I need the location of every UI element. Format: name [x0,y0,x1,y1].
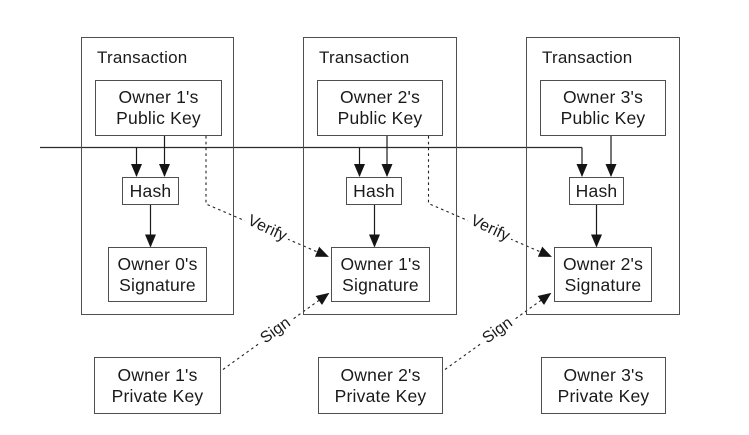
public-key-2-box: Owner 2's Public Key [317,80,443,136]
transaction-1-container: Transaction [81,37,234,315]
public-key-2-line1: Owner 2's [339,87,421,107]
public-key-1-line2: Public Key [116,108,201,128]
public-key-3-box: Owner 3's Public Key [540,80,666,136]
hash-1-label: Hash [129,180,172,201]
transaction-2-container: Transaction [303,37,457,315]
signature-1-line2: Signature [119,274,196,295]
private-key-3-line1: Owner 3's [563,364,644,385]
hash-2-label: Hash [353,180,395,201]
public-key-1-line1: Owner 1's [118,87,199,107]
hash-2-box: Hash [346,177,402,205]
signature-3-box: Owner 2's Signature [554,247,652,302]
signature-2-line1: Owner 1's [340,253,421,274]
signature-3-line2: Signature [564,274,642,295]
private-key-2-line1: Owner 2's [340,364,421,385]
hash-3-box: Hash [569,177,624,205]
signature-2-line2: Signature [342,274,419,295]
public-key-2-line2: Public Key [337,108,423,128]
public-key-3-line2: Public Key [560,108,646,128]
public-key-1-box: Owner 1's Public Key [95,80,222,136]
private-key-2-box: Owner 2's Private Key [318,357,443,414]
private-key-2-line2: Private Key [334,385,427,406]
signature-2-box: Owner 1's Signature [331,247,430,302]
hash-1-box: Hash [122,177,179,205]
private-key-1-line1: Owner 1's [117,364,198,385]
signature-1-box: Owner 0's Signature [108,247,207,302]
transaction-1-title: Transaction [97,48,188,67]
private-key-3-line2: Private Key [557,385,650,406]
private-key-1-box: Owner 1's Private Key [94,357,221,414]
signature-3-line1: Owner 2's [562,253,644,274]
signature-1-line1: Owner 0's [117,253,198,274]
transaction-3-title: Transaction [542,48,633,67]
transaction-3-container: Transaction [526,37,680,315]
hash-3-label: Hash [575,180,618,201]
private-key-1-line2: Private Key [111,385,204,406]
transaction-2-title: Transaction [319,48,410,67]
public-key-3-line1: Owner 3's [562,87,644,107]
private-key-3-box: Owner 3's Private Key [541,357,666,414]
